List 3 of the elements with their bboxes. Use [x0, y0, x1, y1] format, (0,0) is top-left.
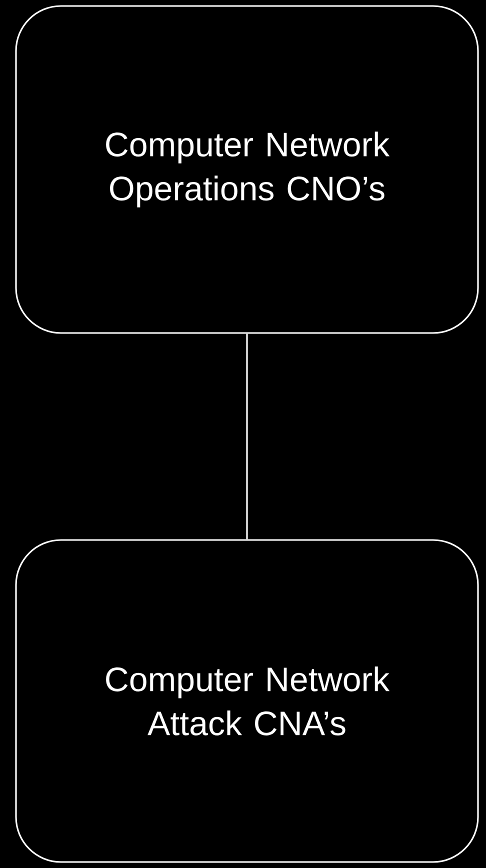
process-box: Computer Network Attack CNA’s	[15, 539, 479, 863]
connector-line	[246, 334, 248, 540]
process-box: Computer Network Operations CNO’s	[15, 5, 479, 334]
